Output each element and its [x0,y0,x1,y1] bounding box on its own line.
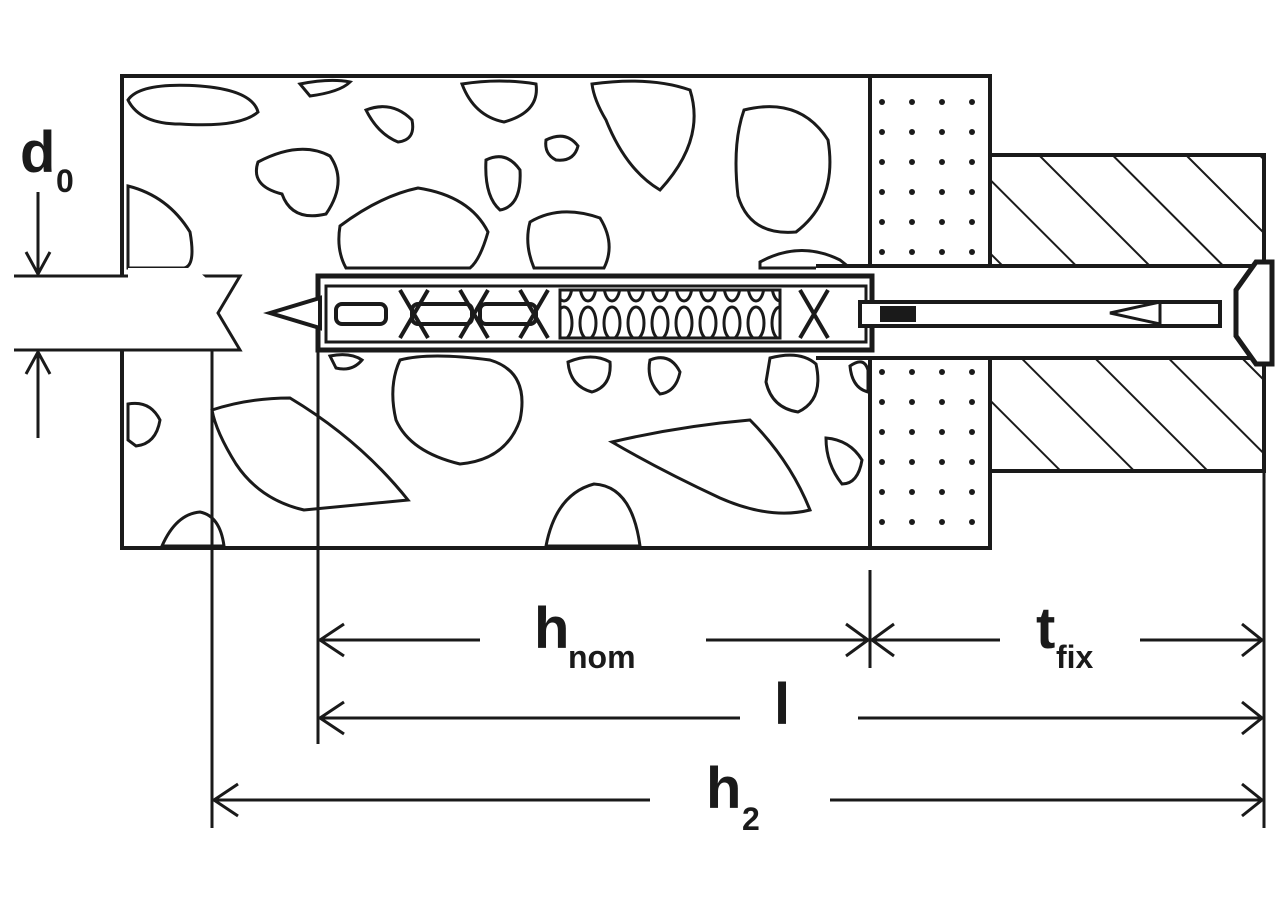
svg-text:t: t [1036,596,1055,661]
aggregate-stone [484,155,522,212]
aggregate-stone [544,482,642,548]
aggregate-stone [255,147,340,218]
aggregate-stone [607,418,813,515]
svg-text:0: 0 [56,163,74,199]
dimension-lines [24,192,1266,828]
aggregate-stone [159,510,226,548]
label-t-fix: t fix [1036,596,1094,675]
aggregate-stone [566,355,612,394]
screw-tip [263,295,322,331]
aggregate-stone [210,396,411,512]
aggregate-stone [391,354,524,466]
aggregate-stone [337,186,490,270]
aggregate-stone [126,184,194,270]
aggregate-stone [764,353,820,414]
svg-text:d: d [20,120,55,185]
aggregate-stone [734,105,832,234]
aggregate-stone [824,436,864,486]
aggregate-stone [297,78,354,98]
aggregate-stone [126,401,162,448]
anchor-teeth [558,288,782,340]
label-d0: d 0 [20,120,74,199]
aggregate-stone [363,105,415,144]
aggregate-stone [544,134,580,162]
aggregate-stone [327,353,365,371]
svg-text:nom: nom [568,639,636,675]
label-l: l [774,672,790,737]
frame-anchor [263,259,1275,367]
svg-text:l: l [774,672,790,737]
svg-text:2: 2 [742,801,760,837]
svg-text:fix: fix [1056,639,1094,675]
aggregate-stone [590,79,696,192]
aggregate-stone [126,83,260,127]
aggregate-stone [647,356,682,396]
svg-text:h: h [534,596,569,661]
aggregate-stone [459,79,538,124]
aggregate-stone [526,210,611,270]
label-h-nom: h nom [534,596,636,675]
svg-text:h: h [706,756,741,821]
screw-head [1233,259,1275,367]
label-h2: h 2 [706,756,760,837]
